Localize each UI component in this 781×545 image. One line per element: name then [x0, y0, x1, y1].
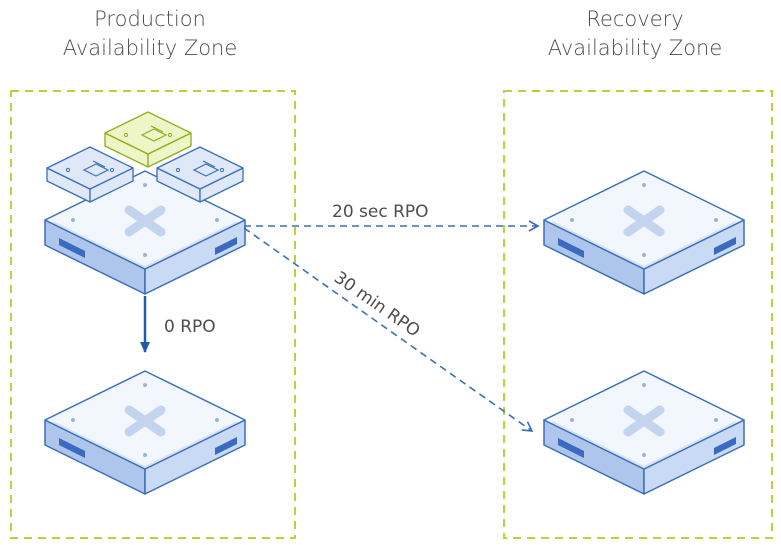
sync-rpo-label: 0 RPO — [164, 317, 216, 337]
production-zone-title-line2: Availability Zone — [62, 36, 238, 60]
production-secondary-server-icon — [45, 371, 245, 494]
recovery-zone-title: Recovery Availability Zone — [515, 5, 755, 63]
async-replication-arrow — [243, 227, 534, 432]
async-rpo-label: 30 min RPO — [330, 268, 423, 342]
recovery-server-bottom-icon — [544, 371, 744, 494]
production-zone-title-line1: Production — [94, 7, 206, 31]
near-sync-rpo-label: 20 sec RPO — [332, 202, 429, 222]
recovery-zone-title-line2: Availability Zone — [547, 36, 723, 60]
recovery-zone-border — [503, 90, 773, 539]
recovery-server-top-icon — [544, 171, 744, 294]
production-zone-border — [10, 90, 296, 539]
recovery-zone-title-line1: Recovery — [586, 7, 684, 31]
production-zone-title: Production Availability Zone — [40, 5, 260, 63]
